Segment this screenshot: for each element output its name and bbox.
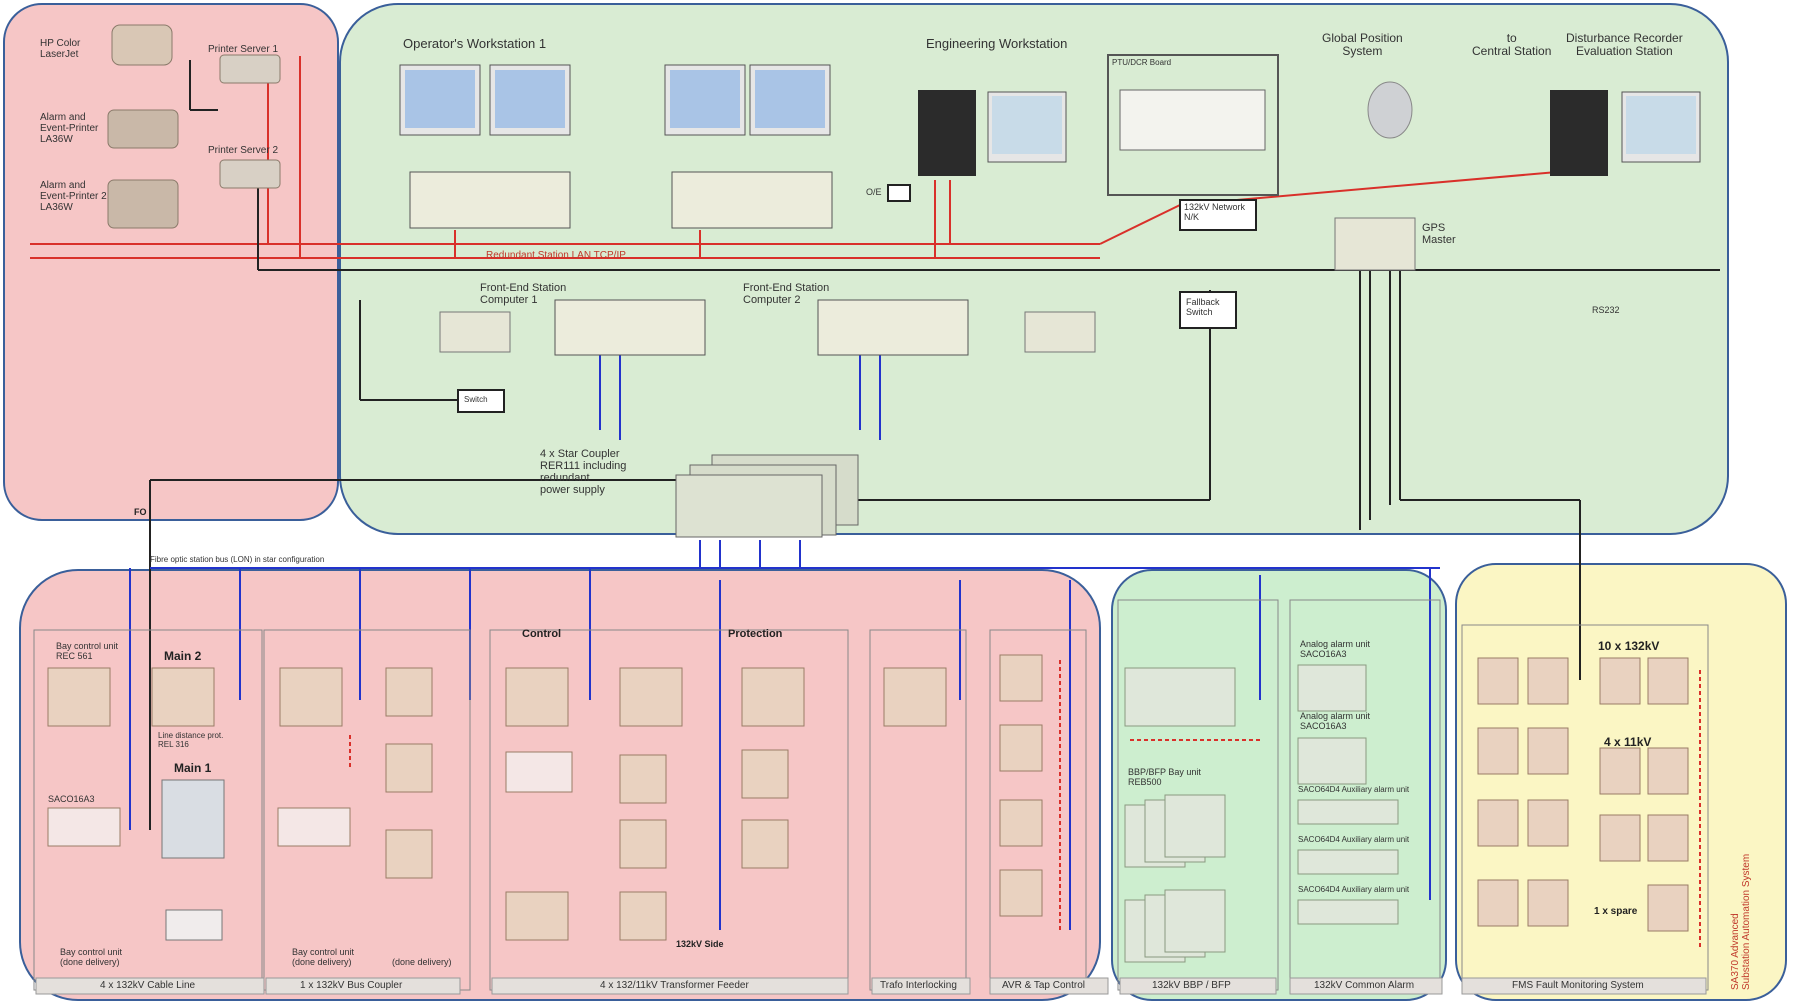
control-label: Control [522, 628, 561, 640]
oe-label: O/E [866, 188, 882, 198]
operator-workstation-1-title: Operator's Workstation 1 [403, 37, 546, 51]
footer-bus-coupler: 1 x 132kV Bus Coupler [300, 980, 402, 991]
rs232-label: RS232 [1592, 306, 1620, 316]
aux-alarm-b-label: SACO64D4 Auxiliary alarm unit [1298, 836, 1409, 845]
alarm-printer-2-label: Alarm and Event-Printer 2 LA36W [40, 180, 107, 213]
side-132kv-label: 132kV Side [676, 940, 724, 950]
footer-avr-tap: AVR & Tap Control [1002, 980, 1085, 991]
fallback-switch-label: Fallback Switch [1186, 298, 1220, 318]
fiber-bus-label: Fibre optic station bus (LON) in star co… [150, 556, 324, 565]
main1-label: Main 1 [174, 762, 211, 775]
front-end-station-2-label: Front-End Station Computer 2 [743, 282, 829, 306]
sacom-label: SACO16A3 [48, 795, 95, 805]
front-end-station-1-label: Front-End Station Computer 1 [480, 282, 566, 306]
printer-server-2-label: Printer Server 2 [208, 145, 278, 156]
fms-side-label: SA370 Advanced Substation Automation Sys… [1730, 854, 1752, 990]
footer-cable-line: 4 x 132kV Cable Line [100, 980, 195, 991]
bay-control-bottom2-label: Bay control unit (done delivery) [292, 948, 354, 968]
main2-label: Main 2 [164, 650, 201, 663]
bay-control-bottom-label: Bay control unit (done delivery) [60, 948, 122, 968]
analog-alarm-2-label: Analog alarm unit SACO16A3 [1300, 712, 1370, 732]
footer-fms: FMS Fault Monitoring System [1512, 980, 1644, 991]
footer-bbp-bfp: 132kV BBP / BFP [1152, 980, 1231, 991]
star-coupler-label: 4 x Star Coupler RER111 including redund… [540, 448, 626, 496]
spare-label: 1 x spare [1594, 906, 1637, 917]
four-11kv-label: 4 x 11kV [1604, 736, 1651, 749]
footer-trafo-interlocking: Trafo Interlocking [880, 980, 957, 991]
analog-alarm-1-label: Analog alarm unit SACO16A3 [1300, 640, 1370, 660]
ten-132kv-label: 10 x 132kV [1598, 640, 1659, 653]
redundant-lan-label: Redundant Station LAN TCP/IP [486, 250, 626, 261]
bbp-unit-label: BBP/BFP Bay unit REB500 [1128, 768, 1201, 788]
ptu-label: PTU/DCR Board [1112, 59, 1171, 68]
gps-dome [1368, 82, 1412, 138]
hp-color-printer-label: HP Color LaserJet [40, 38, 80, 60]
aux-alarm-c-label: SACO64D4 Auxiliary alarm unit [1298, 886, 1409, 895]
gps-title: Global Position System [1322, 32, 1403, 58]
fo-label: FO [134, 508, 147, 518]
network-nk-label: 132kV Network N/K [1184, 203, 1245, 223]
footer-common-alarm: 132kV Common Alarm [1314, 980, 1414, 991]
line-distance-label: Line distance prot. REL 316 [158, 732, 223, 750]
to-central-station-title: to Central Station [1472, 32, 1551, 58]
extension-label: (done delivery) [392, 958, 452, 968]
disturbance-recorder-title: Disturbance Recorder Evaluation Station [1566, 32, 1683, 58]
gps-master-label: GPS Master [1422, 222, 1456, 246]
printer-server-1-label: Printer Server 1 [208, 44, 278, 55]
bay-control-label: Bay control unit REC 561 [56, 642, 118, 662]
engineering-workstation-title: Engineering Workstation [926, 37, 1067, 51]
aux-alarm-a-label: SACO64D4 Auxiliary alarm unit [1298, 786, 1409, 795]
zone-printers [4, 4, 338, 520]
protection-label: Protection [728, 628, 782, 640]
switch-label: Switch [464, 396, 488, 405]
star-couplers [676, 455, 858, 537]
alarm-printer-1-label: Alarm and Event-Printer LA36W [40, 112, 98, 145]
footer-transformer-feeder: 4 x 132/11kV Transformer Feeder [600, 980, 749, 991]
